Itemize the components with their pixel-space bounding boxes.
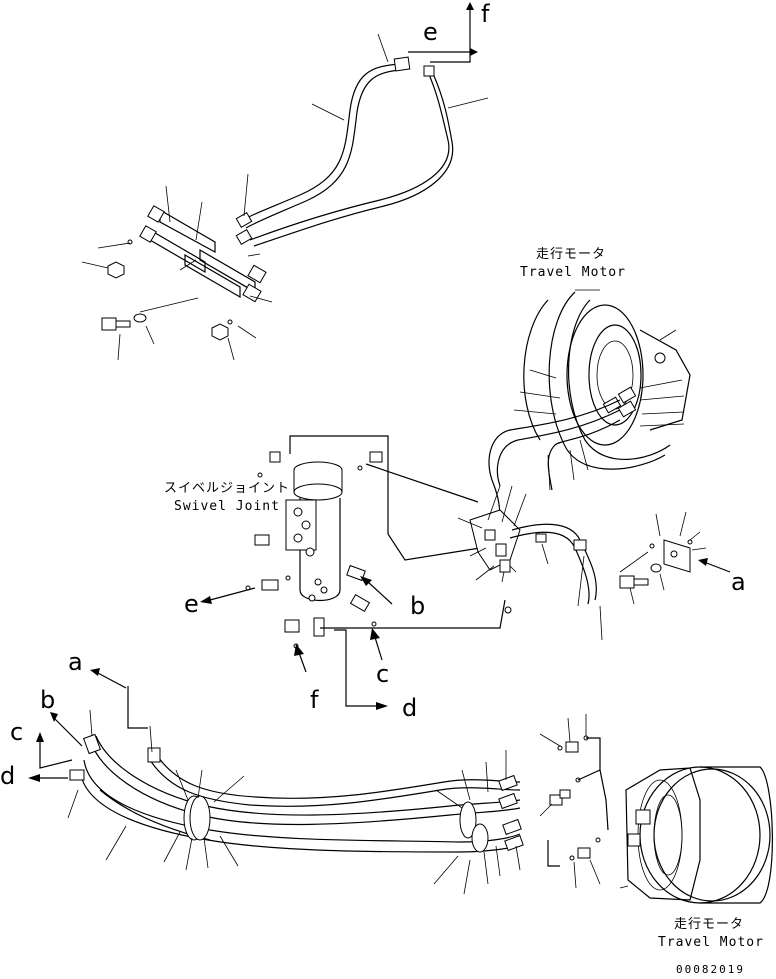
- label-top-f: f: [481, 0, 490, 28]
- label-top-e: e: [423, 18, 438, 46]
- swivel-joint-jp: スイベルジョイント: [164, 481, 291, 496]
- travel-motor-top: [488, 289, 691, 521]
- swivel-joint-en: Swivel Joint: [174, 499, 280, 514]
- bottom-hose-harness: [28, 668, 773, 904]
- label-right-a: a: [731, 568, 746, 596]
- label-left-d: d: [0, 762, 16, 790]
- label-left-b: b: [40, 686, 56, 714]
- label-swivel-f: f: [310, 686, 319, 714]
- label-left-a: a: [68, 648, 83, 676]
- travel-motor-bottom-en: Travel Motor: [658, 935, 764, 950]
- label-left-c: c: [10, 718, 24, 746]
- label-swivel-e: e: [184, 590, 199, 618]
- travel-motor-top-en: Travel Motor: [520, 265, 626, 280]
- label-swivel-c: c: [376, 660, 390, 688]
- label-swivel-d: d: [402, 694, 418, 722]
- drawing-code: 00082019: [676, 963, 745, 976]
- travel-motor-bottom-jp: 走行モータ: [674, 917, 745, 932]
- top-hose-assembly: [81, 2, 489, 361]
- label-swivel-b: b: [410, 592, 426, 620]
- swivel-joint: [200, 435, 731, 710]
- travel-motor-top-jp: 走行モータ: [536, 247, 607, 262]
